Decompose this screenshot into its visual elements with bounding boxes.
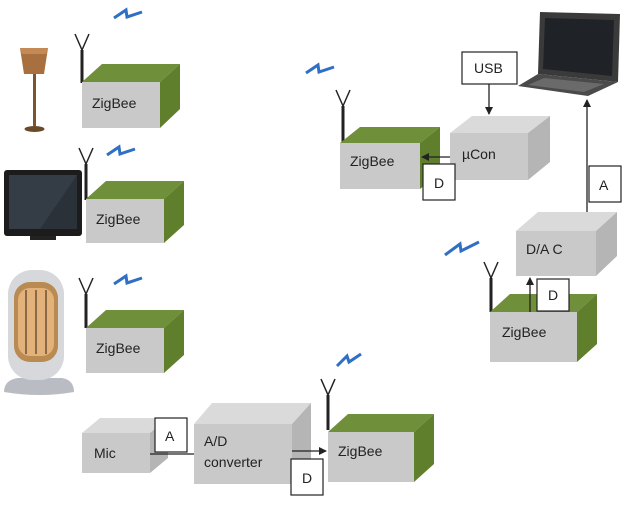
zigbee-module-heater: ZigBee	[86, 310, 184, 373]
adc-label-line2: converter	[204, 454, 263, 470]
signal-tag-adc-zigbee: D	[290, 458, 324, 496]
zigbee-module-mic: ZigBee	[328, 414, 434, 482]
usb-label: USB	[474, 60, 503, 76]
zigbee-label: ZigBee	[350, 153, 395, 169]
ucon-block: µCon	[450, 116, 550, 180]
lightning-icon	[305, 62, 335, 75]
lightning-icon	[113, 7, 143, 20]
lightning-icon	[444, 240, 480, 257]
usb-box: USB	[461, 51, 518, 85]
antenna-icon	[320, 378, 336, 430]
adc-block: A/D converter	[194, 403, 311, 484]
dac-block: D/A C	[516, 212, 617, 276]
lightning-icon	[335, 352, 362, 368]
adc-label-line1: A/D	[204, 433, 227, 449]
tv-icon	[4, 170, 82, 240]
lightning-icon	[113, 273, 143, 286]
zigbee-module-lamp: ZigBee	[82, 64, 180, 128]
zigbee-label: ZigBee	[96, 340, 141, 356]
lamp-icon	[20, 48, 48, 132]
zigbee-label: ZigBee	[92, 95, 137, 111]
mic-label: Mic	[94, 445, 116, 461]
antenna-icon	[483, 261, 499, 312]
tag-label: A	[599, 177, 609, 193]
dac-label: D/A C	[526, 241, 563, 257]
tag-label: D	[548, 287, 558, 303]
zigbee-label: ZigBee	[502, 324, 547, 340]
antenna-icon	[335, 89, 351, 142]
zigbee-module-ucon: ZigBee	[340, 127, 440, 189]
laptop-icon	[518, 12, 620, 96]
signal-tag-ucon-zigbee: D	[422, 163, 456, 201]
zigbee-label: ZigBee	[338, 443, 383, 459]
heater-icon	[4, 270, 74, 395]
signal-tag-dac-laptop: A	[588, 165, 622, 203]
signal-tag-zigbee-dac: D	[536, 278, 570, 312]
antenna-icon	[74, 33, 90, 83]
tag-label: A	[165, 428, 175, 444]
tag-label: D	[434, 175, 444, 191]
zigbee-module-tv: ZigBee	[86, 181, 184, 243]
tag-label: D	[302, 470, 312, 486]
zigbee-label: ZigBee	[96, 211, 141, 227]
signal-tag-mic-adc: A	[154, 417, 188, 453]
antenna-icon	[78, 147, 94, 200]
antenna-icon	[78, 277, 94, 328]
ucon-label: µCon	[462, 146, 496, 162]
lightning-icon	[106, 144, 136, 157]
